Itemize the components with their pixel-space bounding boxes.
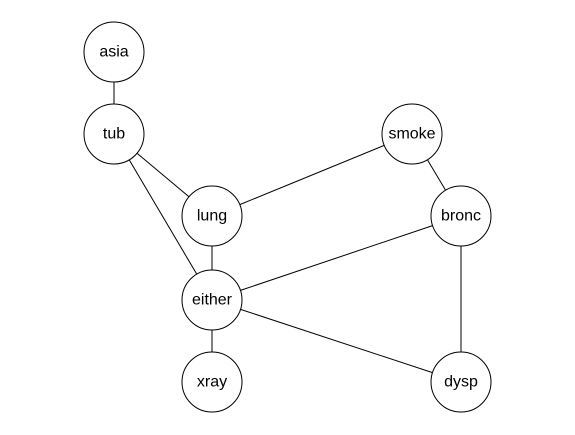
node-circle-bronc xyxy=(430,185,492,247)
node-label-smoke: smoke xyxy=(388,126,435,143)
node-dysp: dysp xyxy=(430,351,492,413)
node-label-either: either xyxy=(192,292,233,309)
node-circle-either xyxy=(181,269,243,331)
node-circle-lung xyxy=(181,185,243,247)
node-tub: tub xyxy=(83,103,145,165)
node-label-tub: tub xyxy=(103,126,125,143)
node-label-lung: lung xyxy=(197,208,227,225)
node-circle-xray xyxy=(181,351,243,413)
node-circle-tub xyxy=(83,103,145,165)
node-circle-dysp xyxy=(430,351,492,413)
node-label-bronc: bronc xyxy=(441,208,481,225)
node-circle-smoke xyxy=(381,103,443,165)
edge-tub-either xyxy=(128,159,198,275)
node-label-asia: asia xyxy=(99,44,128,61)
node-label-xray: xray xyxy=(197,374,227,391)
edge-either-dysp xyxy=(240,308,433,374)
node-label-dysp: dysp xyxy=(444,374,478,391)
node-xray: xray xyxy=(181,351,243,413)
edge-bronc-either xyxy=(240,225,433,291)
edges-layer xyxy=(113,82,462,374)
nodes-layer: asia tub smoke lung bronc either xray dysp xyxy=(83,21,492,413)
node-bronc: bronc xyxy=(430,185,492,247)
edge-smoke-lung xyxy=(239,144,385,206)
edge-tub-lung xyxy=(136,152,190,198)
node-smoke: smoke xyxy=(381,103,443,165)
edge-smoke-bronc xyxy=(426,159,447,191)
node-circle-asia xyxy=(83,21,145,83)
node-asia: asia xyxy=(83,21,145,83)
node-either: either xyxy=(181,269,243,331)
node-lung: lung xyxy=(181,185,243,247)
